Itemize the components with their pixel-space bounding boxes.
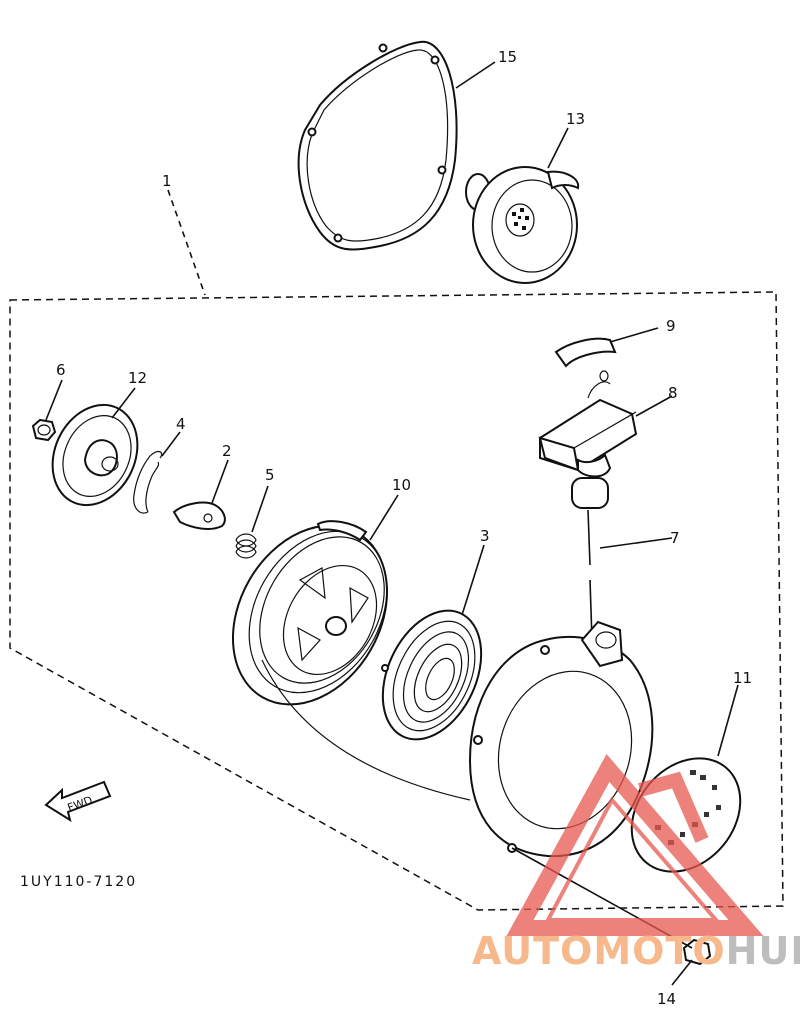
spring-clip-part: [133, 431, 181, 514]
part-label-12: 12: [128, 369, 147, 387]
part-label-6: 6: [56, 361, 66, 379]
watermark-text-a: AUTOMOTO: [472, 929, 726, 973]
part-label-15: 15: [498, 48, 517, 66]
watermark-logo: [506, 754, 764, 936]
assembly-boundary: [9, 189, 784, 911]
t-handle-part: [538, 370, 673, 509]
part-label-13: 13: [566, 110, 585, 128]
drive-pulley-part: [465, 127, 580, 284]
nut-part: [31, 379, 63, 442]
recoil-spring-part: [381, 544, 485, 741]
drawing-code: 1UY110-7120: [20, 874, 137, 890]
sheave-drum-part: [231, 494, 399, 706]
part-label-3: 3: [480, 527, 490, 545]
starter-rope-part: [587, 509, 673, 641]
gasket-part: [297, 40, 496, 251]
part-label-5: 5: [265, 466, 275, 484]
part-label-1: 1: [162, 172, 172, 190]
part-label-7: 7: [670, 529, 680, 547]
part-label-2: 2: [222, 442, 232, 460]
part-label-4: 4: [176, 415, 186, 433]
watermark-text-b: HUB: [725, 929, 800, 973]
friction-plate-part: [51, 387, 139, 507]
watermark-brand-text: AUTOMOTOHUB: [472, 932, 800, 970]
handle-cap-part: [554, 327, 659, 368]
part-label-10: 10: [392, 476, 411, 494]
part-label-9: 9: [666, 317, 676, 335]
part-label-14: 14: [657, 990, 676, 1008]
part-label-11: 11: [733, 669, 752, 687]
starter-housing-part: [468, 620, 654, 858]
coil-spring-part: [235, 485, 269, 559]
forward-direction-marker: FWD: [44, 780, 112, 823]
part-label-group: 1 2 3 4 5 6 7 8 9 10 11 12 13 14 15: [56, 48, 752, 1008]
part-label-8: 8: [668, 384, 678, 402]
pawl-part: [172, 459, 229, 530]
